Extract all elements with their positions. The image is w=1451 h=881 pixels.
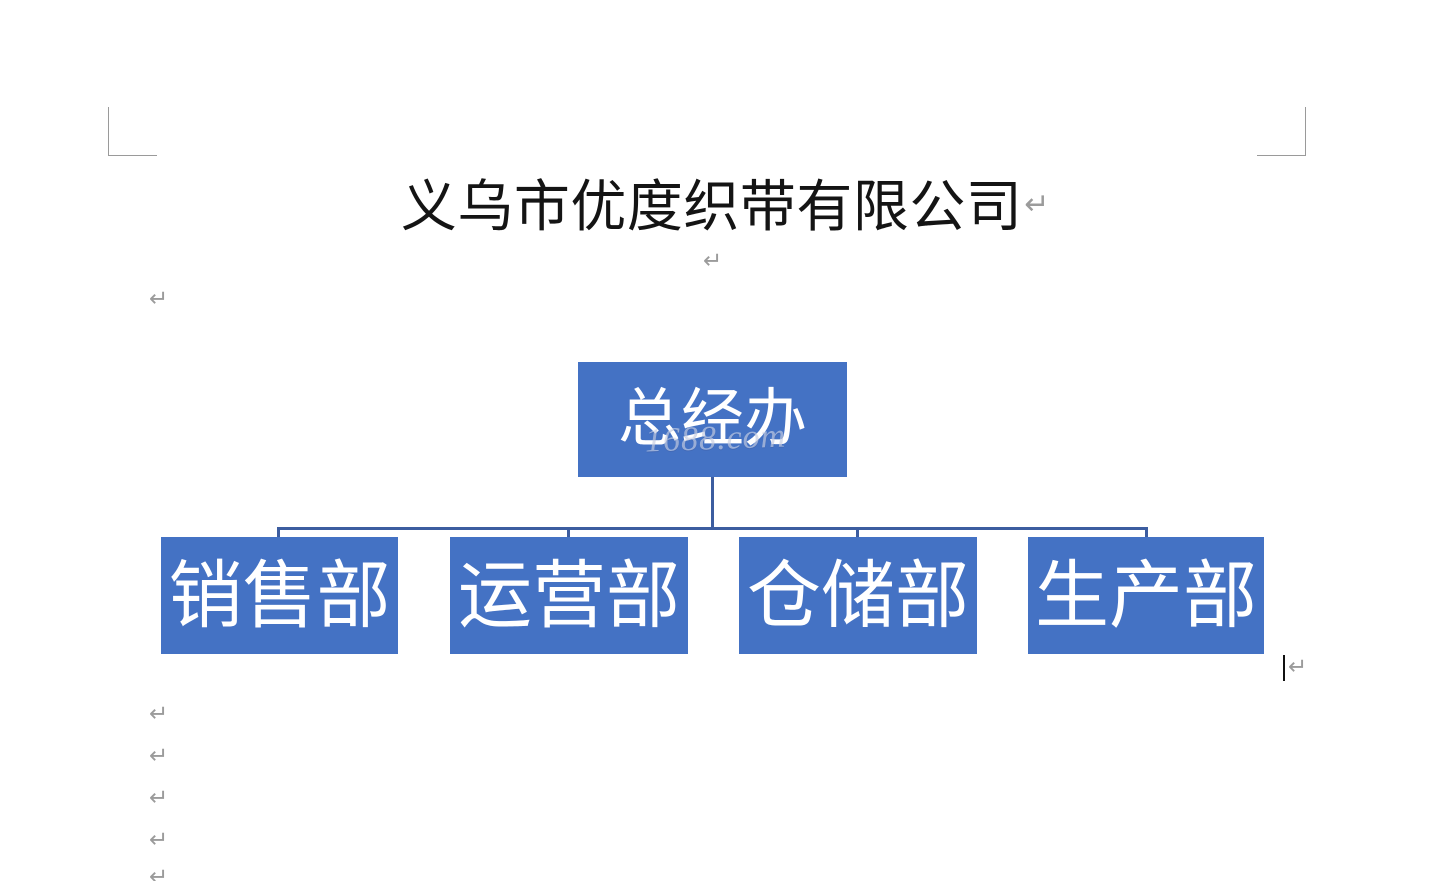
paragraph-mark-icon-lower-4: ↵ xyxy=(149,827,169,853)
org-node-warehouse-label: 仓储部 xyxy=(747,553,969,637)
connector-drop-2 xyxy=(567,527,570,539)
org-node-sales[interactable]: 销售部 xyxy=(161,537,398,654)
paragraph-mark-icon: ↵ xyxy=(1024,188,1051,221)
org-node-operations[interactable]: 运营部 xyxy=(450,537,688,654)
org-node-production-label: 生产部 xyxy=(1035,553,1257,637)
paragraph-mark-icon-lower-2: ↵ xyxy=(149,743,169,769)
connector-horizontal-bar xyxy=(278,527,1148,530)
org-node-root[interactable]: 总经办 xyxy=(578,362,847,477)
text-cursor xyxy=(1283,655,1285,681)
paragraph-mark-icon-below-title: ↵ xyxy=(703,248,723,274)
page-title[interactable]: 义乌市优度织带有限公司↵ xyxy=(0,162,1451,243)
org-node-sales-label: 销售部 xyxy=(168,553,391,637)
connector-stem xyxy=(711,477,714,529)
paragraph-mark-icon-lower-5: ↵ xyxy=(149,864,169,881)
connector-drop-1 xyxy=(277,527,280,539)
connector-drop-3 xyxy=(856,527,859,539)
page-title-text: 义乌市优度织带有限公司 xyxy=(400,175,1023,238)
connector-drop-4 xyxy=(1145,527,1148,539)
org-node-warehouse[interactable]: 仓储部 xyxy=(739,537,977,654)
org-node-root-label: 总经办 xyxy=(618,384,807,454)
org-node-operations-label: 运营部 xyxy=(458,553,680,637)
org-node-production[interactable]: 生产部 xyxy=(1028,537,1264,654)
paragraph-mark-icon-left-upper: ↵ xyxy=(149,286,169,312)
paragraph-mark-icon-lower-1: ↵ xyxy=(149,701,169,727)
paragraph-mark-icon-right-cursor: ↵ xyxy=(1288,654,1308,680)
paragraph-mark-icon-lower-3: ↵ xyxy=(149,785,169,811)
